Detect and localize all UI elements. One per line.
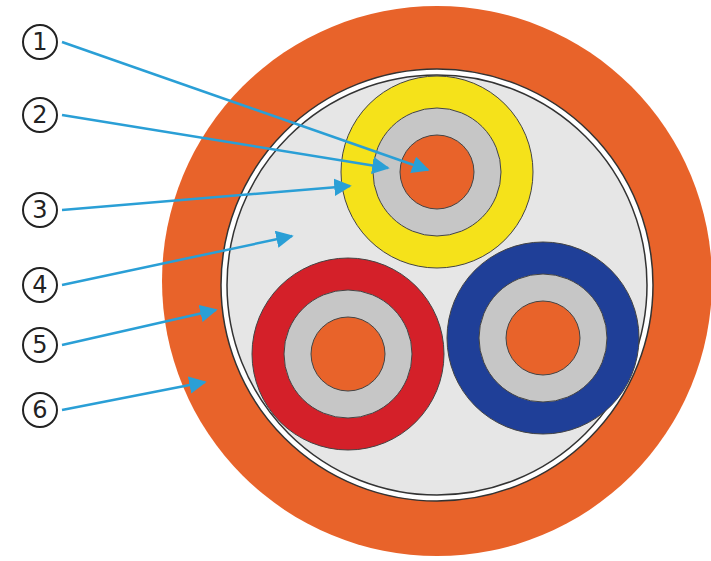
- callout-number: 2: [32, 103, 47, 127]
- callout-number: 6: [32, 398, 47, 422]
- core-blue: [447, 242, 639, 434]
- core-yellow: [341, 76, 533, 268]
- callout-circle: 5: [22, 327, 58, 363]
- callout-circle: 4: [22, 267, 58, 303]
- callout-number: 3: [32, 198, 47, 222]
- callout-number: 1: [32, 30, 47, 54]
- leader-lines: [62, 42, 428, 410]
- filler: [227, 75, 647, 495]
- callout-circle: 6: [22, 392, 58, 428]
- wrapping-tape: [221, 69, 653, 501]
- core-red: [252, 258, 444, 450]
- callout-number: 5: [32, 333, 47, 357]
- callout-circle: 2: [22, 97, 58, 133]
- outer-sheath: [162, 6, 711, 556]
- callout-circle: 3: [22, 192, 58, 228]
- callout-circle: 1: [22, 24, 58, 60]
- callout-number: 4: [32, 273, 47, 297]
